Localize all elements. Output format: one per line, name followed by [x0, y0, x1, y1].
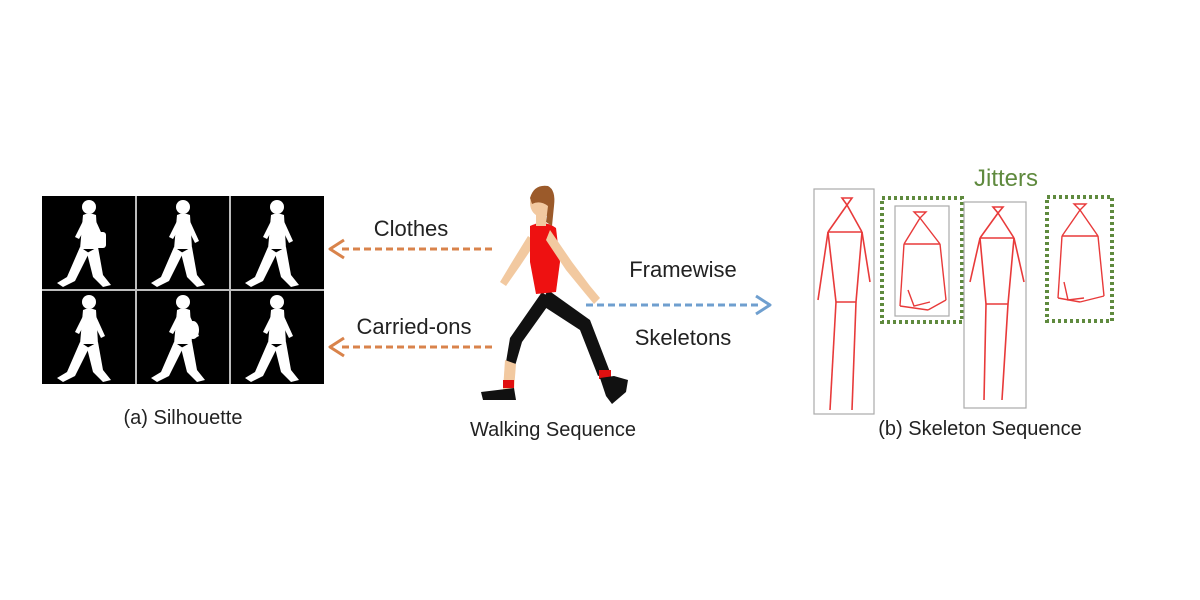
grid-lines	[42, 196, 324, 384]
skeleton-frame-2	[899, 211, 947, 311]
silhouette-grid	[42, 196, 324, 384]
jitters-label: Jitters	[974, 165, 1038, 192]
carried-ons-label: Carried-ons	[357, 314, 472, 339]
carried-ons-arrow	[328, 336, 492, 358]
framewise-label: Framewise	[629, 257, 737, 282]
skeleton-sequence	[813, 188, 1114, 415]
clothes-arrow	[328, 238, 492, 260]
backpack-shape	[94, 232, 106, 248]
bag-shape	[187, 321, 199, 339]
skeleton-frame-4	[1057, 203, 1105, 303]
skeletons-label: Skeletons	[635, 325, 732, 350]
skeleton-frame-1	[817, 197, 871, 411]
walking-person	[481, 185, 628, 404]
clothes-label: Clothes	[374, 216, 449, 241]
skeleton-frame-3	[969, 206, 1025, 401]
jitter-box-2	[1045, 195, 1114, 323]
skeleton-caption: (b) Skeleton Sequence	[878, 418, 1081, 440]
silhouette-caption: (a) Silhouette	[124, 407, 243, 429]
walking-caption: Walking Sequence	[470, 419, 636, 441]
framewise-arrow	[586, 294, 772, 316]
